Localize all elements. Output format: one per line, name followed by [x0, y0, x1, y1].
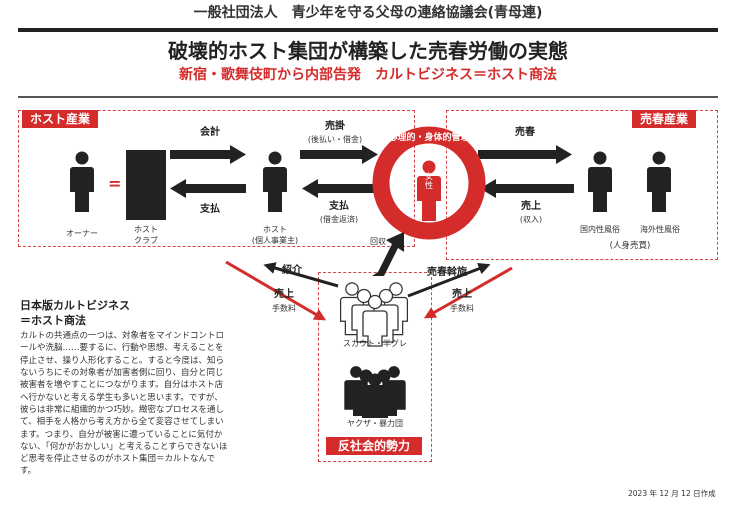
- host-club-label-2: クラブ: [134, 236, 158, 245]
- side-title-line-1: 日本版カルトビジネス: [20, 299, 130, 312]
- right-fee-label-2: 手数料: [450, 304, 474, 313]
- domestic-label: 国内性風俗: [580, 225, 620, 234]
- baishun-label: 売春: [515, 127, 535, 138]
- shiharai-loan-detail: (借金返済): [319, 215, 359, 224]
- urikake-detail: (後払い・借金): [307, 135, 363, 144]
- prostitution-industry-tag: 売春産業: [632, 110, 697, 128]
- left-fee-arrow: [225, 260, 327, 321]
- yakuza-group-icon: [344, 366, 406, 418]
- host-figure-icon: [263, 151, 287, 212]
- owner-figure-icon: [70, 151, 94, 212]
- kaishu-label: 回収: [370, 237, 386, 246]
- shiharai-loan-arrow: [302, 179, 378, 198]
- side-title: 日本版カルトビジネス ＝ホスト商法: [20, 298, 130, 329]
- host-label-2: (個人事業主): [251, 236, 299, 245]
- urikake-label: 売掛: [325, 121, 345, 132]
- psychological-control-ring: [372, 126, 486, 240]
- shokai-label: 紹介: [282, 265, 302, 276]
- right-fee-label-1: 売上: [452, 289, 472, 300]
- header-rule: [18, 28, 718, 32]
- scout-label: スカウト・半グレ: [343, 339, 407, 348]
- overseas-sex-industry-figure-icon: [647, 151, 671, 212]
- yakuza-label: ヤクザ・暴力団: [347, 419, 403, 428]
- human-trafficking-label: (人身売買): [609, 241, 651, 251]
- uriage-detail: (収入): [519, 215, 543, 224]
- subtitle-rule: [18, 96, 718, 98]
- host-industry-tag: ホスト産業: [22, 110, 99, 128]
- right-fee-arrow: [423, 266, 513, 319]
- antisocial-region: [318, 272, 432, 462]
- ring-label: 心理的・身体的管理: [388, 133, 470, 143]
- page-title: 破壊的ホスト集団が構築した売春労働の実態: [168, 39, 568, 63]
- side-body-text: カルトの共通点の一つは、対象者をマインドコントロールや洗脳……要するに、行動や思…: [20, 331, 228, 477]
- owner-equals-club: =: [108, 174, 122, 193]
- host-label-1: ホスト: [263, 225, 287, 234]
- kaikei-label: 会計: [200, 127, 220, 138]
- woman-figure-icon: [417, 160, 441, 221]
- kaishu-arrow: [372, 232, 404, 276]
- uriage-arrow: [480, 179, 574, 198]
- page-subtitle: 新宿・歌舞伎町から内部告発 カルトビジネス＝ホスト商法: [179, 67, 557, 83]
- kaikei-arrow: [170, 145, 246, 164]
- host-club-icon: [126, 150, 166, 220]
- baishun-assen-label: 売春斡旋: [427, 267, 467, 278]
- woman-label: 女性: [425, 172, 433, 191]
- shiharai-label: 支払: [200, 204, 220, 215]
- shiharai-arrow: [170, 179, 246, 198]
- owner-label: オーナー: [66, 229, 98, 238]
- antisocial-forces-badge: 反社会的勢力: [326, 437, 422, 455]
- overseas-label: 海外性風俗: [640, 225, 680, 234]
- urikake-arrow: [300, 145, 378, 164]
- shiharai-loan-label: 支払: [329, 201, 349, 212]
- side-title-line-2: ＝ホスト商法: [20, 314, 86, 328]
- host-industry-region: [18, 110, 415, 247]
- left-fee-label-2: 手数料: [272, 304, 296, 313]
- prostitution-industry-region: [446, 110, 718, 260]
- left-fee-label-1: 売上: [274, 289, 294, 300]
- baishun-arrow: [478, 145, 572, 164]
- created-date: 2023 年 12 月 12 日作成: [628, 489, 716, 498]
- domestic-sex-industry-figure-icon: [588, 151, 612, 212]
- uriage-label: 売上: [521, 201, 541, 212]
- baishun-assen-arrow: [407, 262, 491, 298]
- shokai-arrow: [263, 262, 339, 288]
- host-club-label-1: ホスト: [134, 225, 158, 234]
- organization-name: 一般社団法人 青少年を守る父母の連絡協議会(青母連): [193, 5, 543, 21]
- scout-group-icon: [339, 282, 409, 347]
